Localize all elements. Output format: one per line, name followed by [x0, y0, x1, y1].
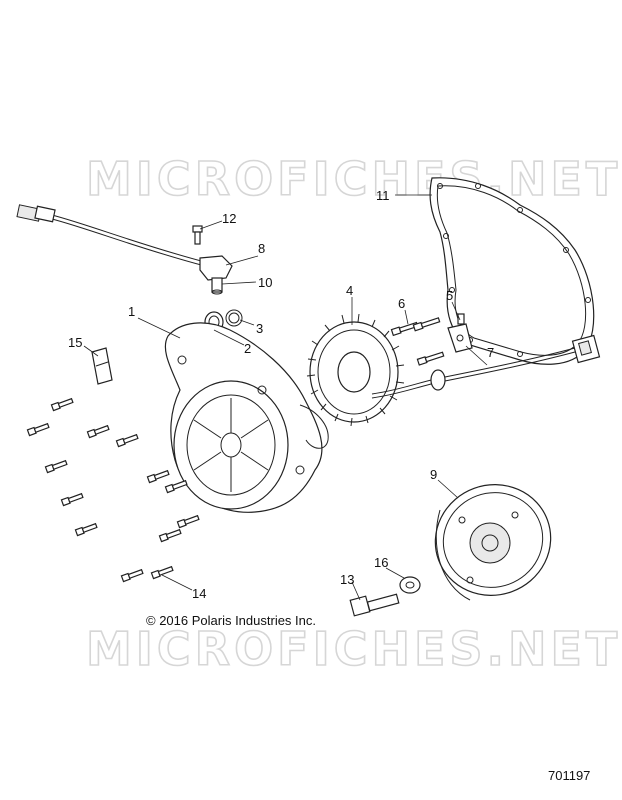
callout-labels: 1 2 3 4 5 6 7 8 9 10 11 12 13 14 15 16: [68, 188, 494, 601]
watermark-bottom: MICROFICHES.NET: [86, 622, 621, 676]
washer: [399, 576, 421, 594]
speed-sensor-harness: [16, 204, 233, 295]
stator-bolts: [390, 317, 445, 366]
callout-12: 12: [222, 211, 236, 226]
callout-15: 15: [68, 335, 82, 350]
copyright-notice: © 2016 Polaris Industries Inc.: [146, 613, 316, 628]
callout-10: 10: [258, 275, 272, 290]
callout-9: 9: [430, 467, 437, 482]
callout-2: 2: [244, 341, 251, 356]
leader-lines: [83, 194, 488, 601]
callout-3: 3: [256, 321, 263, 336]
cover-bolts: [26, 397, 200, 583]
callout-7: 7: [487, 345, 494, 360]
sensor-bolt: [192, 225, 203, 245]
snap-ring: [225, 309, 243, 327]
flywheel-bolt: [349, 593, 400, 617]
callout-13: 13: [340, 572, 354, 587]
callout-6: 6: [398, 296, 405, 311]
callout-5: 5: [446, 288, 453, 303]
stator-cover: [164, 322, 329, 513]
clip: [91, 347, 113, 385]
callout-14: 14: [192, 586, 206, 601]
flywheel: [434, 484, 552, 601]
callout-1: 1: [128, 304, 135, 319]
stator: [306, 313, 405, 427]
document-number: 701197: [548, 768, 591, 783]
callout-4: 4: [346, 283, 353, 298]
callout-16: 16: [374, 555, 388, 570]
callout-11: 11: [376, 188, 390, 203]
wire-clamp: [447, 313, 473, 353]
stator-harness: [371, 334, 601, 399]
watermark-top: MICROFICHES.NET: [86, 152, 621, 206]
callout-8: 8: [258, 241, 265, 256]
